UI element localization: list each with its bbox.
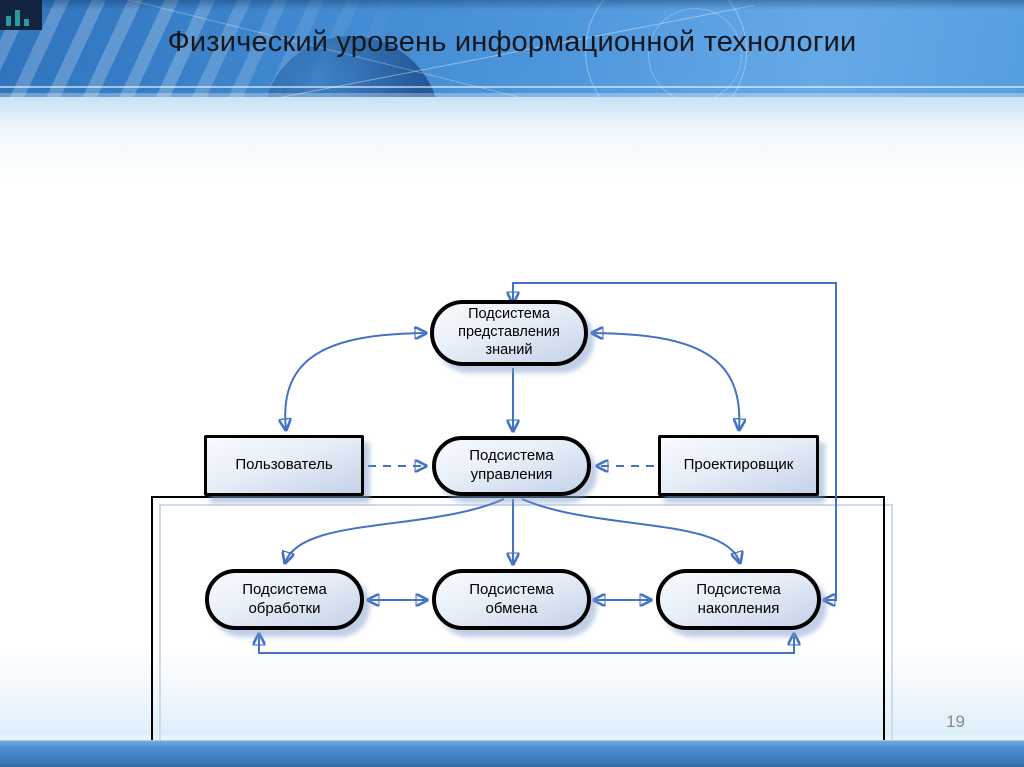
slide-title: Физический уровень информационной технол… [167, 26, 857, 58]
node-processing-subsystem: Подсистема обработки [205, 569, 364, 630]
node-label-line: Подсистема [469, 580, 554, 598]
node-label-line: Подсистема [469, 447, 554, 465]
slide-header: Физический уровень информационной технол… [0, 0, 1024, 97]
footer-bar [0, 740, 1024, 767]
node-label-line: Подсистема [696, 580, 781, 598]
node-label-line: знаний [485, 341, 533, 358]
header-top-shade [0, 0, 1024, 10]
node-designer: Проектировщик [658, 435, 819, 496]
diagram-frame [151, 496, 885, 767]
corner-logo-decoration [0, 0, 42, 30]
node-control-subsystem: Подсистема управления [432, 436, 591, 496]
circle-ring-decoration [585, 0, 747, 97]
logo-bar [15, 10, 20, 26]
node-storage-subsystem: Подсистема накопления [656, 569, 821, 630]
node-label-line: обмена [485, 599, 538, 617]
node-user: Пользователь [204, 435, 364, 496]
node-label-line: накопления [697, 599, 780, 617]
page-number: 19 [946, 712, 965, 731]
logo-bar [6, 16, 11, 26]
node-label-line: Подсистема [468, 306, 550, 323]
node-label-line: Пользователь [235, 456, 333, 474]
node-label-line: Подсистема [242, 580, 327, 598]
node-label-line: представления [458, 324, 560, 341]
logo-bar [24, 19, 29, 26]
node-label-line: обработки [248, 599, 321, 617]
header-divider-line [0, 86, 1024, 88]
node-exchange-subsystem: Подсистема обмена [432, 569, 591, 630]
node-knowledge-subsystem: Подсистема представления знаний [430, 300, 588, 366]
header-divider-glow [0, 93, 1024, 97]
slide-body [0, 97, 1024, 767]
node-label-line: управления [470, 466, 553, 483]
circle-ring-decoration [648, 8, 742, 97]
node-label-line: Проектировщик [683, 456, 794, 474]
